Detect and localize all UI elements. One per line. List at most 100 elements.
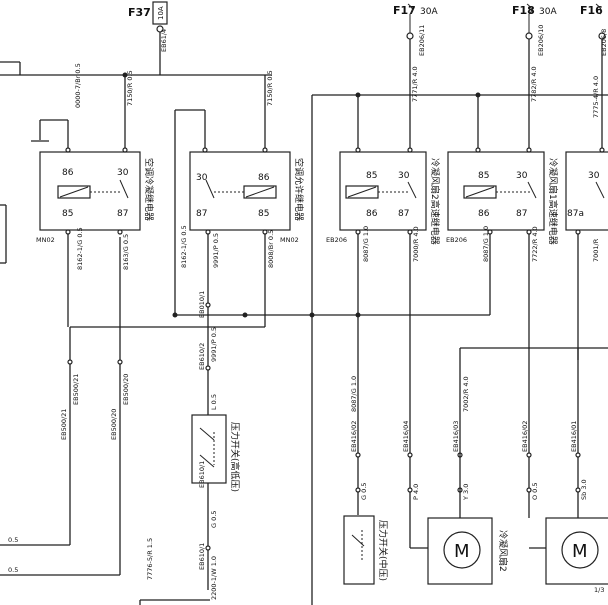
- pin-86: 86: [366, 209, 378, 219]
- junction-dot: [309, 312, 315, 318]
- wire-label: 8162-1/G 0.5: [76, 227, 84, 270]
- switch-contact: [199, 454, 215, 468]
- relay-ac-allow-label: 空调允许继电器: [293, 158, 305, 221]
- pin-86: 86: [478, 209, 490, 219]
- switch-contact: [199, 427, 215, 441]
- wire-label: Sb 3.0: [580, 479, 588, 500]
- relay-switch: [595, 181, 605, 199]
- wire-label: 7775-4/R 4.0: [592, 76, 600, 118]
- fuse-f18: F18 30A: [512, 3, 557, 40]
- junction-dot: [122, 72, 128, 78]
- wire-label: 8162-1/G 0.5: [180, 225, 188, 268]
- wire-label: 7722/R 4.0: [531, 226, 539, 262]
- wire-label: 7002/R 4.0: [462, 376, 470, 412]
- pressure-switch-hl: 压力开关(高低压): [191, 414, 241, 492]
- wire-label: 8087/G 1.0: [350, 376, 358, 412]
- wire-label: 1/3: [594, 586, 604, 594]
- connector-label: EB206: [446, 236, 467, 244]
- wire-labels: 8162-1/G 0.5 8163/G 0.5 8162-1/G 0.5 999…: [8, 25, 608, 600]
- fuse-f18-rating: 30A: [539, 7, 557, 17]
- pin-30: 30: [117, 168, 129, 178]
- wire-label: 9991/P 0.5: [210, 327, 218, 362]
- fuse-f18-symbol: [526, 3, 533, 15]
- pin-85: 85: [478, 171, 489, 181]
- connector-label: MN02: [36, 236, 55, 244]
- wire-label: 8087/G 1.0: [362, 226, 370, 262]
- relay-ac-allow: 30 86 87 85 MN02 空调允许继电器: [174, 109, 305, 590]
- pin-87: 87: [196, 209, 207, 219]
- wire-label: P 4.0: [412, 484, 420, 500]
- relay-fan-3: 30 87a: [565, 151, 608, 518]
- wire-label: EB206/8: [600, 29, 608, 56]
- wire-label: 8163/G 0.5: [122, 234, 130, 270]
- relay-coil-mark: [347, 186, 377, 198]
- wire-label: 7776-5/R 1.5: [146, 538, 154, 580]
- relay-switch: [527, 181, 537, 199]
- wire-label: EB500/21: [60, 409, 68, 440]
- pin-86: 86: [62, 168, 74, 178]
- wire-label: G 0.5: [360, 483, 368, 500]
- wire-label: EB61/4: [160, 29, 168, 52]
- pressure-switch-mid-body: [343, 515, 375, 585]
- pin-85: 85: [62, 209, 73, 219]
- fuse-f17-terminal: [406, 32, 414, 40]
- wire-label: EB416/02: [521, 421, 529, 452]
- fuse-f17: F17 30A: [393, 3, 438, 40]
- pin-87: 87: [117, 209, 128, 219]
- motor-fan2: M 冷凝风扇2: [410, 517, 509, 585]
- connector-label: EB206: [326, 236, 347, 244]
- relay-fan-high1-label: 冷凝风扇1高速继电器: [547, 158, 559, 245]
- fuse-f16-symbol: [595, 3, 602, 15]
- wire-label: 7150/R 0.5: [266, 70, 274, 106]
- junction-dot: [355, 92, 361, 98]
- pin-30: 30: [516, 171, 528, 181]
- relay-switch: [119, 179, 129, 199]
- fuse-f17-symbol: [407, 3, 414, 15]
- wire-label: EB500/20: [110, 409, 118, 440]
- relay-ac-cond: 86 30 85 87 MN02 空调冷凝继电器: [36, 151, 155, 327]
- wire-label: EB416/03: [452, 421, 460, 452]
- relay-coil-mark: [465, 186, 495, 198]
- wire-label: 2200-1/W 1.0: [210, 556, 218, 600]
- wire-label: EB416/02: [350, 421, 358, 452]
- pin-30: 30: [588, 171, 600, 181]
- motor-fan1-symbol: M: [572, 541, 588, 562]
- relay-switch: [205, 179, 215, 199]
- motor-fan2-label: 冷凝风扇2: [497, 530, 509, 572]
- bus-lines: [0, 28, 608, 605]
- wire-label: 0.5: [8, 566, 18, 574]
- fuse-f37: F37 10A: [128, 1, 168, 33]
- relay-fan-high1: 85 30 86 87 EB206 冷凝风扇1高速继电器: [446, 151, 559, 518]
- wire-label: EB500/21: [72, 374, 80, 405]
- pressure-switch-mid-label: 压力开关(中压): [377, 520, 389, 581]
- relay-ac-cond-label: 空调冷凝继电器: [143, 158, 155, 221]
- pin-87: 87: [516, 209, 527, 219]
- pin-87: 87: [398, 209, 409, 219]
- pressure-switch-hl-body: [191, 414, 227, 484]
- wire-label: 7000/R 4.0: [412, 226, 420, 262]
- wire-label: 8087/G 1.0: [482, 226, 490, 262]
- wire-label: EB610/1: [198, 543, 206, 570]
- wire-label: 7150/R 0.5: [126, 70, 134, 106]
- wire-label: EB610/2: [198, 343, 206, 370]
- wire-label: 9991/P 0.5: [212, 233, 220, 268]
- wire-label: EB610/1: [198, 461, 206, 488]
- wire-label: 0000-7/Br 0.5: [74, 63, 82, 108]
- fuse-f37-name: F37: [128, 6, 151, 19]
- relay-coil-mark: [59, 186, 89, 198]
- wire-label: G 0.5: [210, 511, 218, 528]
- switch-contact: [351, 534, 365, 547]
- wire-label: 7001/R: [592, 238, 600, 262]
- wire-label: 8008/Br 0.5: [267, 230, 275, 268]
- pin-85: 85: [258, 209, 269, 219]
- wire-label: EB206/10: [537, 25, 545, 56]
- pin-86: 86: [258, 173, 270, 183]
- pin-85: 85: [366, 171, 377, 181]
- fuse-f37-rating: 10A: [157, 6, 165, 20]
- wire-label: EB416/04: [402, 421, 410, 452]
- motor-fan1: M: [529, 517, 608, 585]
- wire-label: 0.5: [8, 536, 18, 544]
- wire-label: EB416/01: [570, 421, 578, 452]
